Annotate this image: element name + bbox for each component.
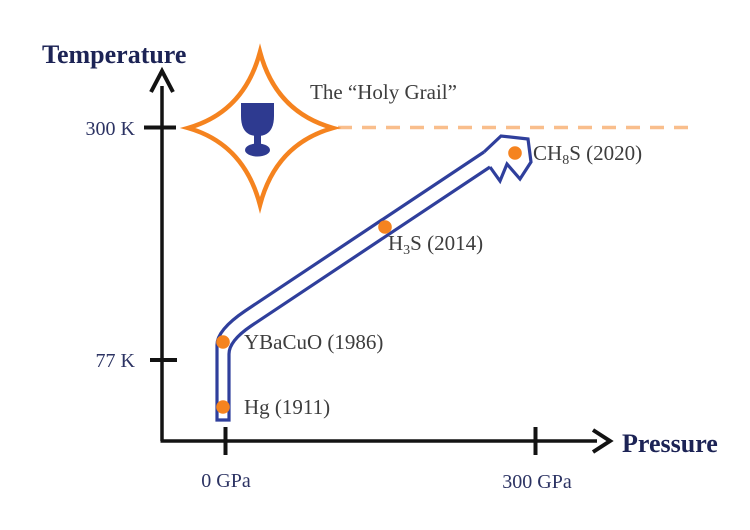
label-h3s: H3S (2014) — [388, 231, 483, 258]
y-axis-title: Temperature — [42, 40, 186, 69]
data-point-h3s — [378, 220, 392, 234]
axes — [144, 66, 614, 455]
chalice-bowl — [241, 103, 274, 136]
trend-arrow — [215, 134, 533, 422]
data-point-ybacuo — [216, 335, 230, 349]
y-axis-arrowhead — [149, 66, 175, 93]
x-axis-title: Pressure — [622, 429, 718, 458]
x-tick-label-300gpa: 300 GPa — [502, 471, 572, 493]
label-ybacuo: YBaCuO (1986) — [244, 330, 383, 354]
trend-arrow-shaft — [215, 150, 491, 422]
data-points — [216, 146, 522, 414]
data-point-ch8s — [508, 146, 522, 160]
label-ch8s: CH8S (2020) — [533, 141, 642, 168]
x-axis-arrowhead — [591, 428, 614, 454]
holy-grail-chalice-icon — [241, 103, 274, 157]
y-tick-label-77k: 77 K — [96, 350, 136, 372]
x-tick-label-0gpa: 0 GPa — [201, 470, 251, 492]
y-tick-label-300k: 300 K — [86, 118, 136, 140]
label-hg-text: Hg (1911) — [244, 395, 330, 419]
label-hg: Hg (1911) — [244, 395, 330, 419]
trend-arrow-head — [482, 134, 533, 185]
goal-annotation-label: The “Holy Grail” — [310, 80, 457, 104]
chalice-base — [245, 143, 270, 157]
data-point-hg — [216, 400, 230, 414]
chalice-stem — [254, 134, 261, 146]
label-ybacuo-text: YBaCuO (1986) — [244, 330, 383, 354]
